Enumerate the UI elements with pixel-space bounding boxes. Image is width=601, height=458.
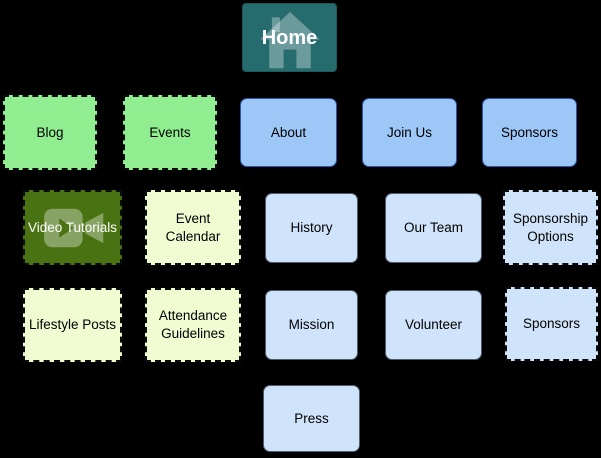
node-label: Lifestyle Posts — [28, 317, 117, 333]
node-label: Home — [261, 26, 318, 49]
node-label: Join Us — [386, 124, 432, 140]
node-sponsors-detail[interactable]: Sponsors — [505, 287, 598, 361]
node-home[interactable]: Home — [242, 3, 337, 72]
node-label: Volunteer — [404, 317, 463, 333]
node-our-team[interactable]: Our Team — [385, 193, 482, 263]
node-label: Sponsors — [500, 124, 559, 140]
node-label: Sponsorship Options — [512, 210, 589, 244]
node-history[interactable]: History — [265, 193, 358, 263]
node-sponsors[interactable]: Sponsors — [482, 98, 577, 167]
node-events[interactable]: Events — [123, 95, 217, 170]
node-label: About — [270, 124, 307, 140]
node-label: Sponsors — [522, 316, 581, 332]
node-press[interactable]: Press — [263, 385, 360, 452]
node-label: Mission — [288, 317, 335, 333]
node-sponsorship-options[interactable]: Sponsorship Options — [503, 190, 598, 265]
node-attendance-guidelines[interactable]: Attendance Guidelines — [145, 288, 241, 362]
node-label: Blog — [36, 124, 64, 140]
node-label: Our Team — [403, 220, 464, 236]
node-label: Attendance Guidelines — [158, 308, 228, 341]
node-label: Video Tutorials — [27, 219, 118, 235]
node-label: History — [290, 220, 333, 236]
node-lifestyle-posts[interactable]: Lifestyle Posts — [23, 288, 122, 362]
node-label: Events — [149, 124, 191, 140]
node-volunteer[interactable]: Volunteer — [385, 290, 482, 360]
node-label: Event Calendar — [165, 210, 221, 244]
node-event-calendar[interactable]: Event Calendar — [145, 190, 241, 265]
node-about[interactable]: About — [240, 98, 337, 167]
node-mission[interactable]: Mission — [265, 290, 358, 360]
node-video-tutorials[interactable]: Video Tutorials — [23, 190, 122, 265]
node-join-us[interactable]: Join Us — [362, 98, 457, 167]
node-blog[interactable]: Blog — [3, 95, 97, 170]
node-label: Press — [294, 410, 329, 426]
